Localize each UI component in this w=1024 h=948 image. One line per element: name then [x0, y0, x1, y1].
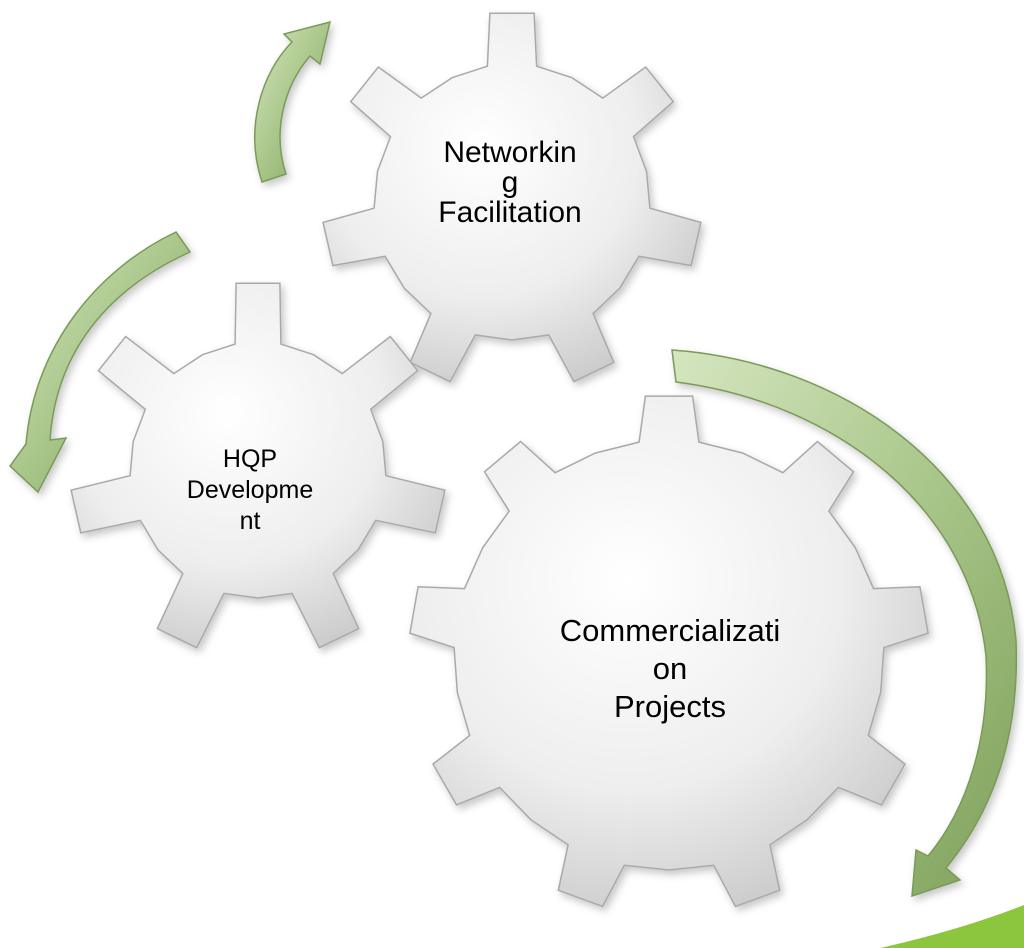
commercialization-gear — [409, 395, 929, 908]
hqp-label-line-1: HQP — [222, 445, 278, 473]
arrow-down-to-hqp — [9, 231, 192, 494]
arrow-around-commercialization — [671, 349, 1018, 898]
networking-gear — [322, 12, 702, 383]
commercialization-label-line-3: Projects — [614, 689, 726, 724]
commercialization-projects-label: Commercializati on Projects — [490, 612, 850, 726]
networking-label-line-2: g — [501, 166, 519, 199]
networking-label-line-1: Networkin — [443, 136, 577, 169]
commercialization-label-line-2: on — [652, 651, 688, 686]
hqp-label-line-3: nt — [239, 507, 261, 535]
commercialization-label-line-1: Commercializati — [559, 613, 781, 648]
hqp-gear — [70, 282, 446, 649]
arrow-up-to-networking — [254, 20, 332, 183]
hqp-label-line-2: Developme — [186, 476, 314, 504]
networking-facilitation-label: Networkin g Facilitation — [380, 138, 640, 228]
networking-label-line-3: Facilitation — [438, 196, 582, 229]
accent-swoosh — [880, 905, 1024, 948]
hqp-development-label: HQP Developme nt — [150, 444, 350, 537]
